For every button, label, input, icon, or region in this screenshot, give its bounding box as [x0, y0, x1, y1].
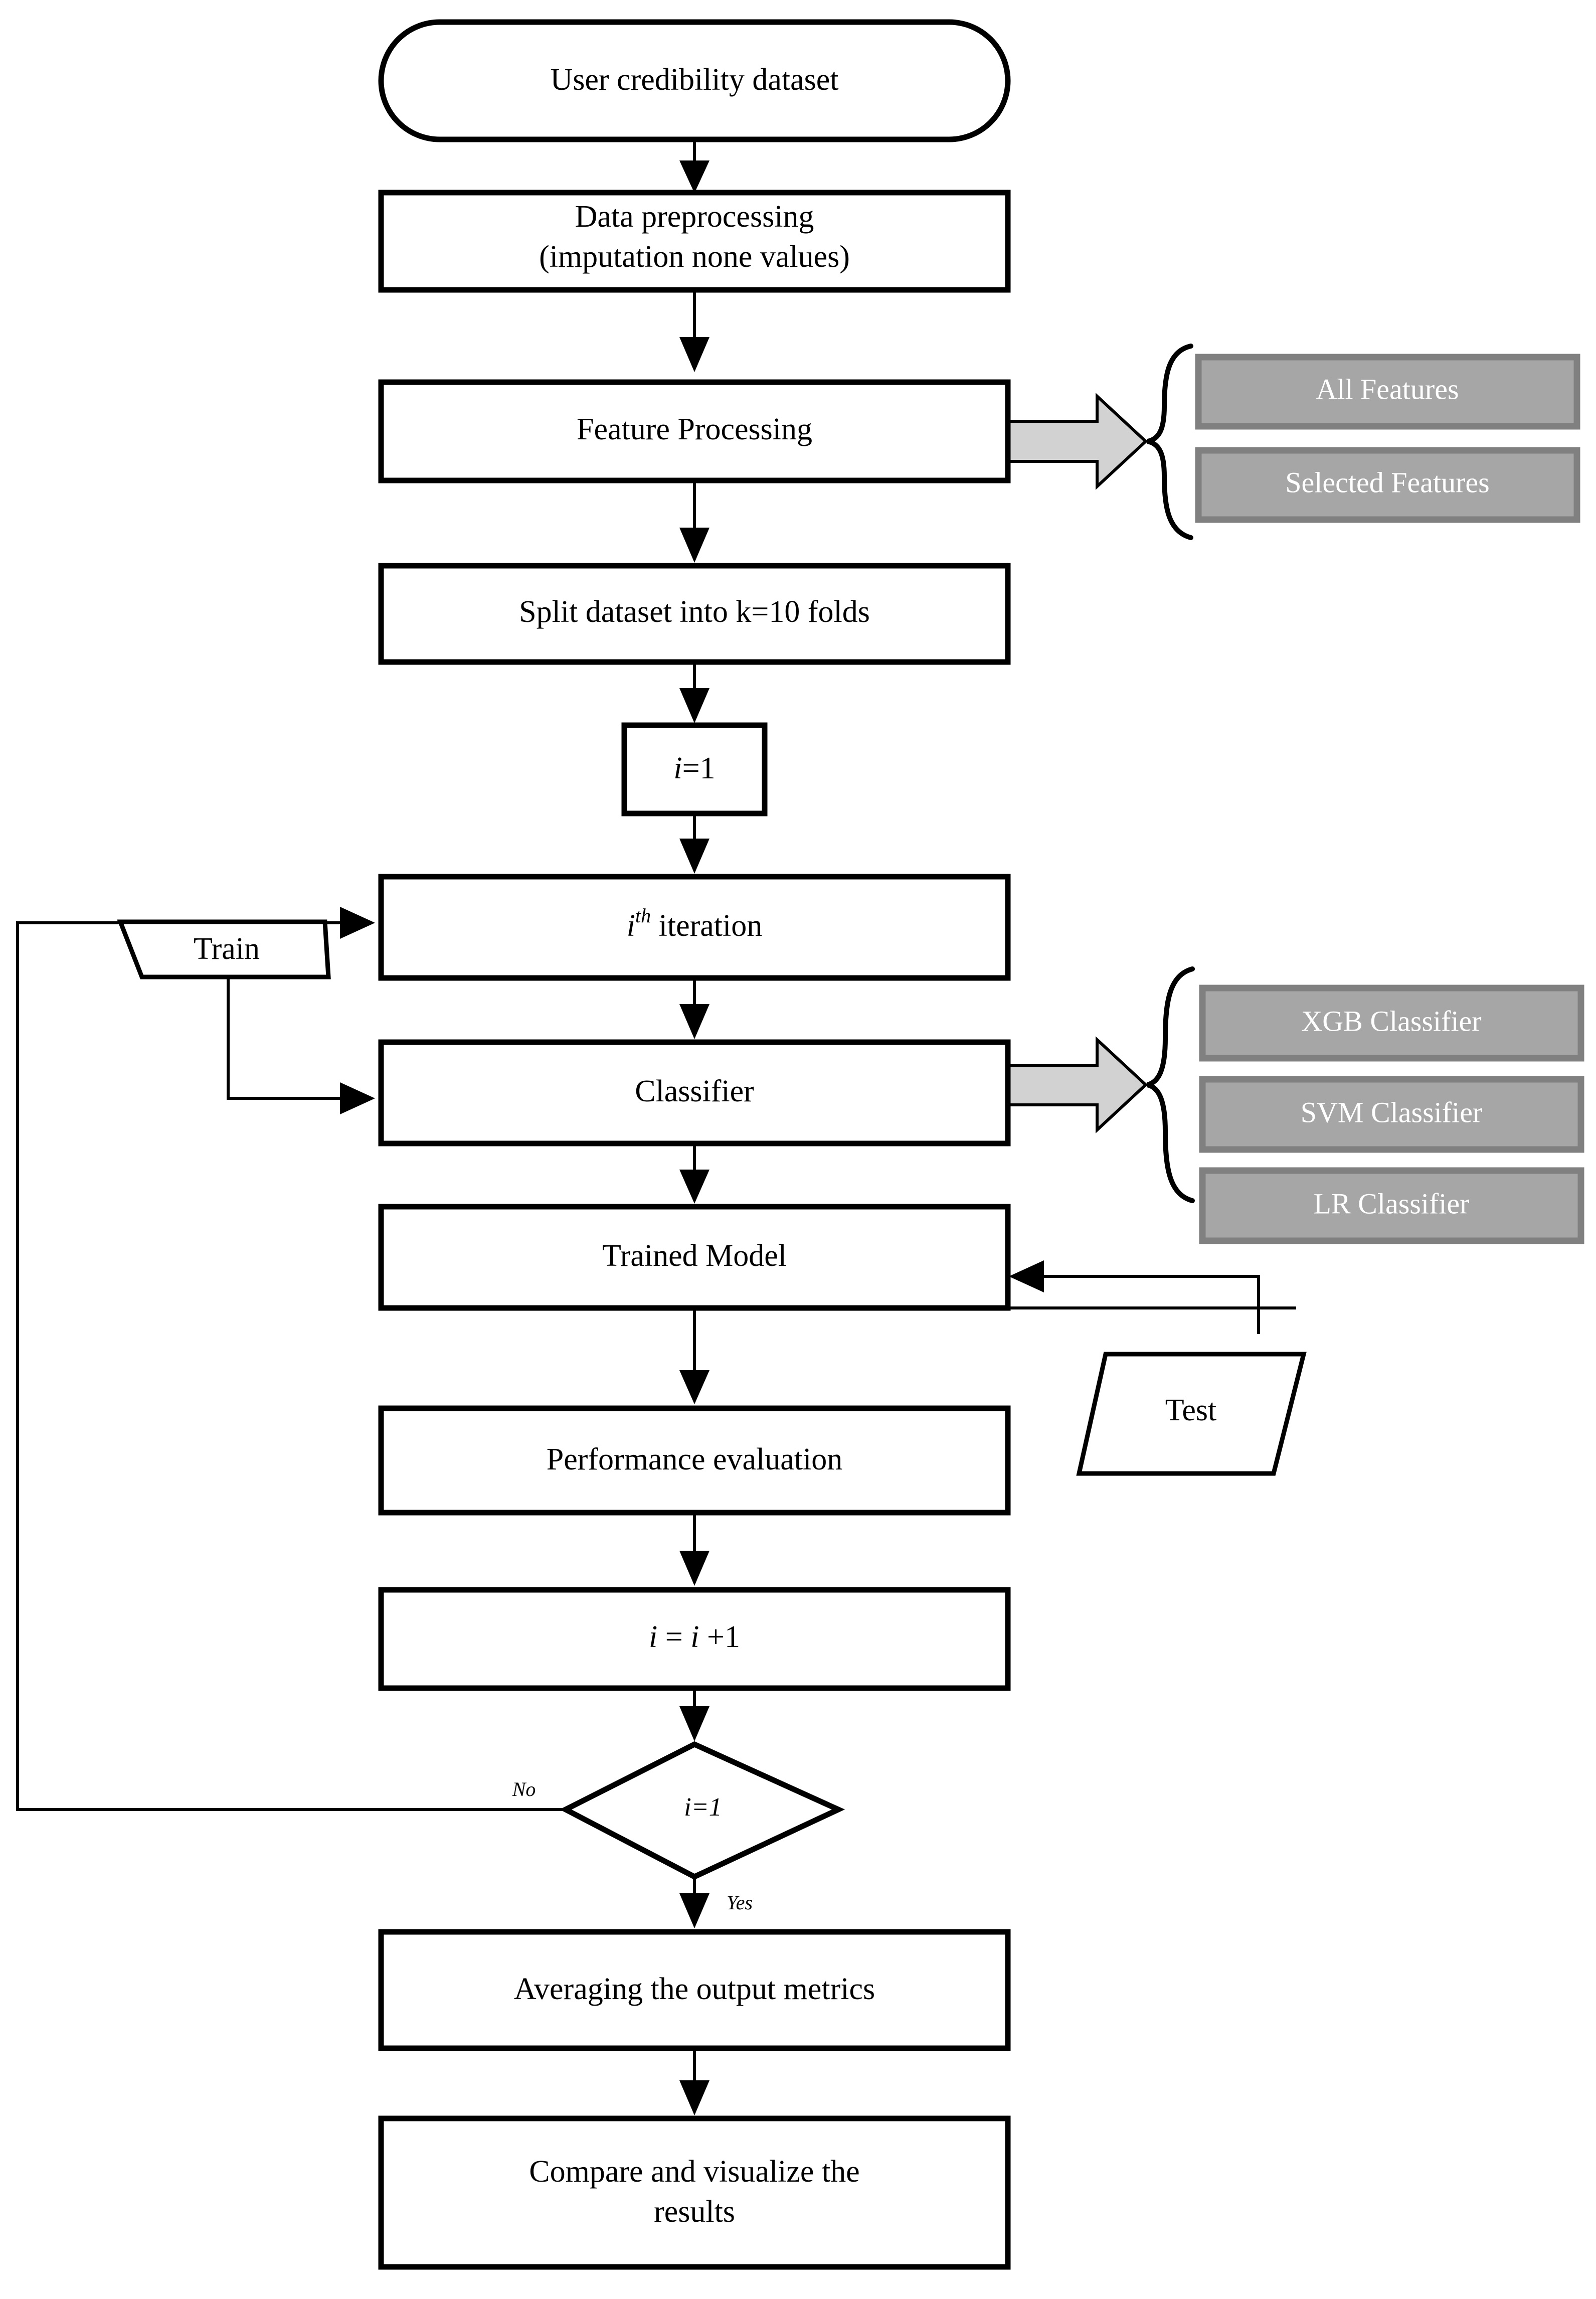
node-increment-var-a: i	[649, 1620, 657, 1654]
block-arrow-feature-options	[1007, 393, 1148, 490]
node-decision[interactable]: i=1	[559, 1741, 845, 1880]
connector-split-to-init	[679, 662, 710, 723]
gray-box-all-features[interactable]: All Features	[1195, 354, 1580, 430]
block-arrow-classifier-options	[1007, 1036, 1148, 1133]
node-averaging[interactable]: Averaging the output metrics	[378, 1929, 1011, 2051]
node-init-counter-rest: =1	[682, 751, 716, 785]
node-iteration-var: i	[627, 909, 635, 943]
gray-box-svm-classifier[interactable]: SVM Classifier	[1199, 1076, 1584, 1153]
node-increment-counter[interactable]: i = i +1	[378, 1587, 1011, 1691]
gray-box-xgb-classifier[interactable]: XGB Classifier	[1199, 984, 1584, 1062]
gray-box-all-features-label: All Features	[1316, 373, 1459, 405]
node-compare-line2: results	[654, 2195, 735, 2229]
node-decision-rest: =1	[691, 1793, 722, 1822]
connector-increment-to-decision	[679, 1690, 710, 1741]
node-performance-evaluation[interactable]: Performance evaluation	[378, 1405, 1011, 1516]
node-trained-model-label: Trained Model	[602, 1239, 787, 1273]
node-preprocessing-line2: (imputation none values)	[539, 240, 850, 274]
gray-box-lr-classifier-label: LR Classifier	[1314, 1187, 1470, 1220]
node-compare-line1: Compare and visualize the	[529, 2155, 859, 2189]
node-feature-processing[interactable]: Feature Processing	[378, 379, 1011, 483]
gray-box-svm-classifier-label: SVM Classifier	[1301, 1096, 1483, 1128]
node-increment-plus-one: +1	[707, 1620, 740, 1654]
node-iteration-superscript: th	[635, 904, 651, 927]
node-init-counter-label: i=1	[673, 751, 715, 785]
gray-box-selected-features-label: Selected Features	[1285, 466, 1489, 499]
node-preprocessing[interactable]: Data preprocessing (imputation none valu…	[378, 190, 1011, 293]
node-decision-var: i	[684, 1793, 691, 1822]
gray-box-xgb-classifier-label: XGB Classifier	[1301, 1005, 1481, 1037]
gray-box-selected-features[interactable]: Selected Features	[1195, 447, 1580, 523]
edge-label-no: No	[512, 1778, 536, 1800]
node-train[interactable]: Train	[117, 919, 331, 979]
connector-decision-to-averaging	[679, 1878, 710, 1928]
node-feature-processing-label: Feature Processing	[577, 412, 812, 446]
connector-train-to-classifier	[227, 972, 375, 1114]
connector-preprocessing-to-feature	[679, 290, 710, 372]
node-iteration[interactable]: ith iteration	[378, 874, 1011, 981]
node-increment-var-b: i	[690, 1620, 699, 1654]
node-trained-model[interactable]: Trained Model	[378, 1204, 1011, 1311]
connector-performance-to-increment	[679, 1515, 710, 1586]
node-averaging-label: Averaging the output metrics	[514, 1972, 875, 2006]
connector-start-to-preprocessing	[679, 139, 710, 193]
node-increment-eq: =	[665, 1620, 683, 1654]
edge-label-yes: Yes	[727, 1891, 753, 1914]
node-init-counter[interactable]: i=1	[621, 722, 768, 816]
node-test-label: Test	[1165, 1393, 1216, 1427]
gray-box-lr-classifier[interactable]: LR Classifier	[1199, 1167, 1584, 1244]
node-performance-evaluation-label: Performance evaluation	[547, 1442, 842, 1476]
connector-iteration-to-classifier	[679, 978, 710, 1039]
connector-feature-to-split	[679, 480, 710, 563]
node-start-label: User credibility dataset	[550, 63, 838, 97]
node-split-dataset[interactable]: Split dataset into k=10 folds	[378, 563, 1011, 665]
node-iteration-label: ith iteration	[627, 904, 762, 943]
connector-init-to-iteration	[679, 813, 710, 874]
node-start[interactable]: User credibility dataset	[378, 19, 1011, 142]
connector-classifier-to-trained	[679, 1143, 710, 1204]
node-iteration-rest: iteration	[659, 909, 763, 943]
node-decision-label: i=1	[684, 1793, 722, 1822]
node-increment-counter-label: i = i +1	[649, 1620, 740, 1654]
node-compare[interactable]: Compare and visualize the results	[378, 2115, 1011, 2270]
node-init-counter-var: i	[673, 751, 682, 785]
node-test[interactable]: Test	[1076, 1352, 1307, 1476]
node-train-label: Train	[194, 932, 260, 966]
connector-test-to-trained	[1009, 1260, 1260, 1334]
node-preprocessing-line1: Data preprocessing	[575, 200, 814, 234]
brace-classifier-options	[1146, 966, 1195, 1203]
node-classifier[interactable]: Classifier	[378, 1039, 1011, 1146]
connector-averaging-to-compare	[679, 2049, 710, 2115]
node-classifier-label: Classifier	[635, 1074, 754, 1108]
brace-feature-options	[1146, 344, 1193, 540]
node-split-dataset-label: Split dataset into k=10 folds	[519, 595, 870, 629]
